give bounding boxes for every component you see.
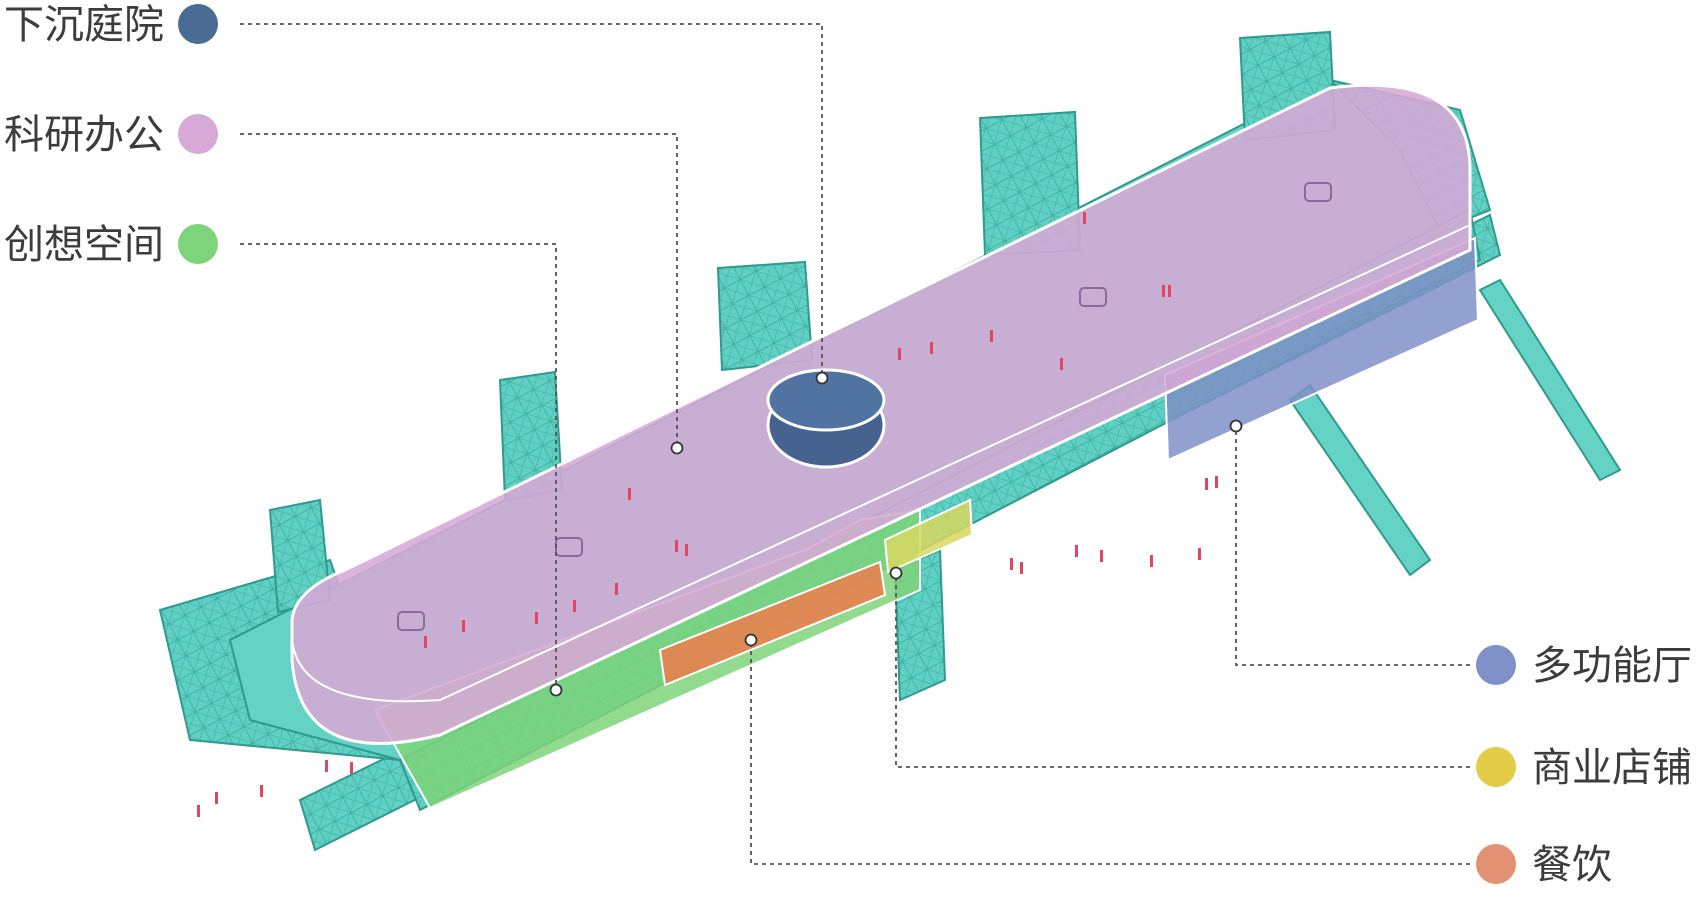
legend-dot-retail bbox=[1476, 747, 1516, 787]
legend-dot-sunken-courtyard bbox=[178, 4, 218, 44]
leader-multifunction-hall bbox=[1235, 426, 1470, 666]
legend-label-multifunction-hall: 多功能厅 bbox=[1532, 643, 1692, 689]
legend-item-retail: 商业店铺 bbox=[1476, 745, 1692, 791]
leader-dining bbox=[750, 640, 1470, 865]
leader-retail bbox=[895, 573, 1470, 768]
legend-item-multifunction-hall: 多功能厅 bbox=[1476, 643, 1692, 689]
zone-sunken-courtyard bbox=[766, 368, 886, 469]
legend-dot-creative-space bbox=[178, 224, 218, 264]
leader-sunken-courtyard bbox=[240, 23, 823, 378]
legend-label-creative-space: 创想空间 bbox=[4, 222, 164, 268]
zone-dining bbox=[658, 560, 887, 687]
legend-item-dining: 餐饮 bbox=[1476, 842, 1612, 888]
leader-creative-space bbox=[240, 243, 557, 690]
legend-label-retail: 商业店铺 bbox=[1532, 745, 1692, 791]
stair-leg-2 bbox=[1478, 278, 1622, 482]
leader-research-office bbox=[240, 133, 678, 448]
stair-leg-1 bbox=[1288, 383, 1432, 577]
legend-item-research-office: 科研办公 bbox=[4, 112, 218, 158]
legend-label-dining: 餐饮 bbox=[1532, 842, 1612, 888]
legend-label-sunken-courtyard: 下沉庭院 bbox=[4, 2, 164, 48]
people-figures bbox=[197, 212, 1218, 817]
legend-item-creative-space: 创想空间 bbox=[4, 222, 218, 268]
legend-label-research-office: 科研办公 bbox=[4, 112, 164, 158]
legend-dot-multifunction-hall bbox=[1476, 645, 1516, 685]
leader-lines bbox=[240, 23, 1470, 865]
legend-item-sunken-courtyard: 下沉庭院 bbox=[4, 2, 218, 48]
leader-endpoints bbox=[549, 371, 1243, 697]
office-lower-edge bbox=[291, 224, 1471, 703]
legend-dot-research-office bbox=[178, 114, 218, 154]
legend-right: 多功能厅 商业店铺 餐饮 bbox=[1476, 643, 1692, 888]
zone-retail bbox=[883, 498, 974, 574]
legend-left: 下沉庭院 科研办公 创想空间 bbox=[4, 2, 218, 268]
legend-dot-dining bbox=[1476, 844, 1516, 884]
